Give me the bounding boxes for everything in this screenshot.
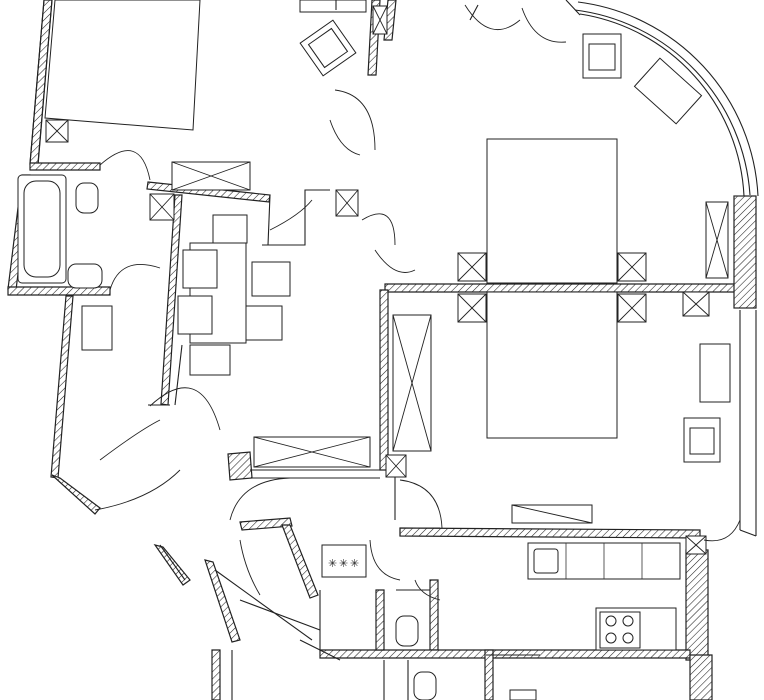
door-swing	[269, 199, 313, 231]
armchair	[582, 33, 622, 79]
double-bed	[44, 0, 201, 131]
x-box	[617, 252, 647, 282]
door-swing	[414, 579, 441, 601]
tv-bench	[511, 504, 593, 524]
wall-kitchen-right	[685, 549, 709, 661]
wall-hall-small2	[239, 517, 293, 531]
door-swing	[703, 519, 741, 542]
armchair	[299, 19, 357, 77]
stove-burner	[622, 615, 634, 627]
wall-hall-angled	[51, 474, 101, 515]
dining-chair	[182, 249, 218, 289]
stove-burner	[622, 632, 634, 644]
cooktop-burner: ✳	[328, 557, 337, 570]
wardrobe-left	[392, 314, 432, 452]
sideboard	[171, 161, 251, 191]
furniture: ✳ ✳ ✳	[17, 0, 731, 700]
dining-chair	[251, 261, 291, 297]
door-swing	[329, 119, 361, 156]
stove	[599, 611, 641, 649]
door-swing	[229, 477, 291, 521]
dining-chair	[245, 305, 283, 341]
door-swing	[369, 539, 401, 581]
x-box	[682, 291, 710, 317]
door-swing	[109, 264, 161, 291]
door-swing	[149, 387, 221, 431]
stove-burner	[605, 632, 617, 644]
kitchen-sink	[533, 548, 559, 574]
wardrobe-right	[705, 201, 729, 279]
sofa-curve	[633, 57, 703, 125]
wall-bath2	[375, 589, 385, 651]
dining-chair	[177, 295, 213, 335]
door-swing	[361, 213, 396, 246]
x-box	[457, 293, 487, 323]
cooktop	[321, 544, 367, 578]
stove-burner	[605, 615, 617, 627]
room-lines	[148, 0, 581, 700]
cooktop-burner: ✳	[350, 557, 359, 570]
wall-pillar-right	[733, 195, 757, 309]
wall-storage	[227, 451, 253, 481]
table-upper	[486, 138, 618, 284]
side-table	[699, 343, 731, 403]
outline-lines	[29, 0, 759, 537]
door-swing	[334, 89, 376, 151]
door-swing	[99, 419, 161, 461]
door-swing	[399, 479, 443, 529]
table-lower	[486, 291, 618, 439]
door-swing	[94, 469, 181, 511]
x-box	[335, 189, 359, 217]
door-swing	[521, 7, 567, 43]
wall-bedroom-bottom	[29, 162, 101, 171]
cabinet-lower	[509, 689, 537, 700]
x-box	[45, 119, 69, 143]
door-swing	[99, 150, 151, 181]
wall-living-divider	[384, 283, 739, 293]
wall-living-bottom	[399, 527, 701, 539]
hall-closet	[253, 436, 371, 468]
x-box	[685, 535, 707, 555]
toilet-lower-2	[413, 671, 437, 700]
wall-living-left	[379, 289, 389, 471]
wall-hall-small3	[281, 524, 319, 599]
walls	[7, 0, 757, 700]
dining-chair	[212, 214, 248, 244]
cabinet	[299, 0, 367, 13]
wall-bottom-left-stub	[211, 649, 221, 700]
armchair	[683, 417, 721, 463]
door-swing	[464, 4, 521, 30]
bath2-cabinet	[81, 305, 113, 351]
x-boxes	[45, 5, 729, 555]
x-box	[385, 454, 407, 478]
door-swing	[374, 249, 416, 273]
x-box	[372, 5, 388, 35]
wall-lower-left	[204, 559, 241, 643]
cooktop-burner: ✳	[339, 557, 348, 570]
bathtub-inner	[23, 180, 61, 278]
washbasin	[67, 263, 103, 289]
wall-bottom-right	[689, 654, 713, 700]
wall-corridor-left	[50, 295, 74, 479]
doors	[94, 4, 741, 601]
wall-bottom-mid	[484, 649, 494, 700]
dining-chair	[189, 344, 231, 376]
x-box	[617, 293, 647, 323]
toilet-lower	[395, 615, 419, 647]
wall-kitchen-left	[429, 579, 439, 651]
x-box	[457, 252, 487, 282]
x-box	[149, 193, 175, 221]
wall-lower-bottom	[319, 649, 691, 659]
toilet	[75, 182, 99, 214]
door-swing	[239, 539, 261, 596]
